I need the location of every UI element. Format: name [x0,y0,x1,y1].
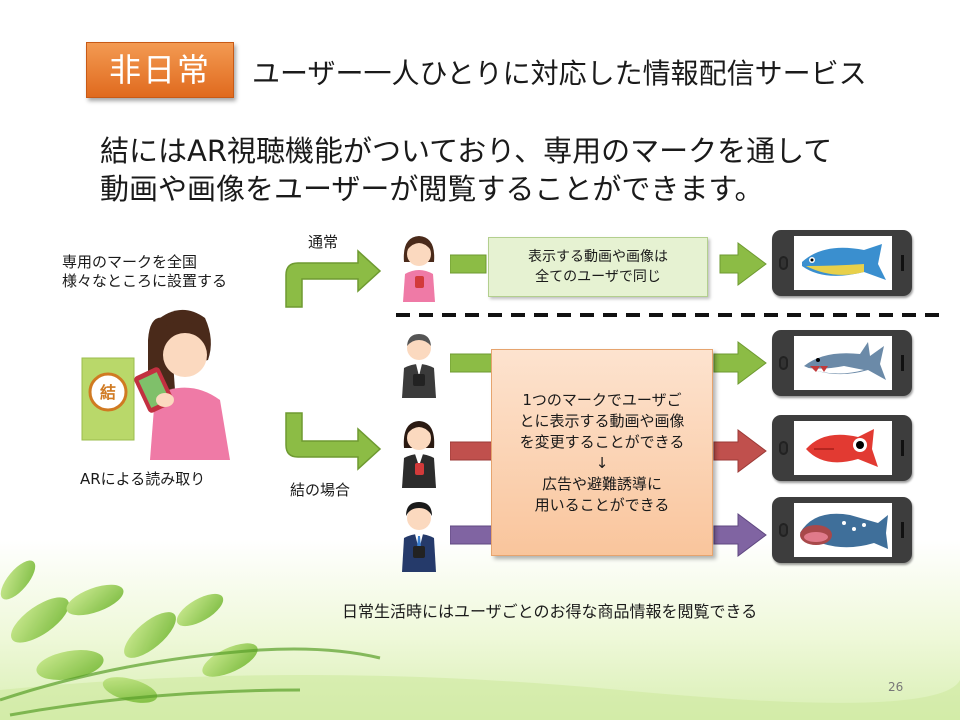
yui-info-line-2: とに表示する動画や画像 [519,411,685,430]
fish-mahi-mahi-icon [802,244,886,280]
yui-info-box: 1つのマークでユーザご とに表示する動画や画像 を変更することができる ↓ 広告… [491,349,713,556]
ar-label: ARによる読み取り [80,470,206,488]
phone-shark [772,330,912,396]
lead-line-1: 結にはAR視聴機能がついており、専用のマークを通して [100,134,833,168]
phone-whale-shark [772,497,912,563]
phone-red-fish [772,415,912,481]
arrow-purple [450,513,767,557]
lead-line-2: 動画や画像をユーザーが閲覧することができます。 [100,172,764,206]
svg-text:結: 結 [100,383,116,402]
slide-title: ユーザー一人ひとりに対応した情報配信サービス [252,57,867,90]
arrow-red [450,429,767,473]
dashed-divider [396,313,946,317]
arrow-normal [450,242,767,286]
person-man-old-icon [402,334,436,398]
phone-mahi-mahi [772,230,912,296]
branch-arrow-down [285,412,382,471]
person-woman-suit-icon [402,421,436,488]
normal-info-box: 表示する動画や画像は 全てのユーザで同じ [488,237,708,297]
branch-label-normal: 通常 [308,233,339,251]
yui-info-line-4: 広告や避難誘導に [541,474,662,493]
normal-info-line-1: 表示する動画や画像は [528,249,668,265]
yui-info-line-3: を変更することができる [519,432,685,451]
lead-text: 結にはAR視聴機能がついており、専用のマークを通して 動画や画像をユーザーが閲覧… [100,132,832,208]
footer-note: 日常生活時にはユーザごとのお得な商品情報を閲覧できる [342,602,758,621]
leaf-background [0,540,960,720]
fish-whale-shark-icon [800,513,888,549]
yui-info-arrow: ↓ [595,453,609,472]
ar-reading-illustration: 結 [81,309,230,460]
normal-info-line-2: 全てのユーザで同じ [535,269,661,285]
person-man-suit-icon [402,502,436,572]
branch-arrow-up [285,249,382,308]
mark-caption-line-1: 専用のマークを全国 [62,253,198,271]
mark-caption-line-2: 様々なところに設置する [62,272,228,290]
yui-info-line-1: 1つのマークでユーザご [522,390,682,409]
yui-info-line-5: 用いることができる [534,495,670,514]
page-number: 26 [888,680,904,694]
fish-red-bream-icon [806,429,878,467]
fish-shark-icon [804,342,886,380]
person-woman-icon [403,236,435,302]
category-tag: 非日常 [86,42,234,98]
branch-label-yui: 結の場合 [290,481,351,499]
mark-caption: 専用のマークを全国 様々なところに設置する [62,253,227,291]
